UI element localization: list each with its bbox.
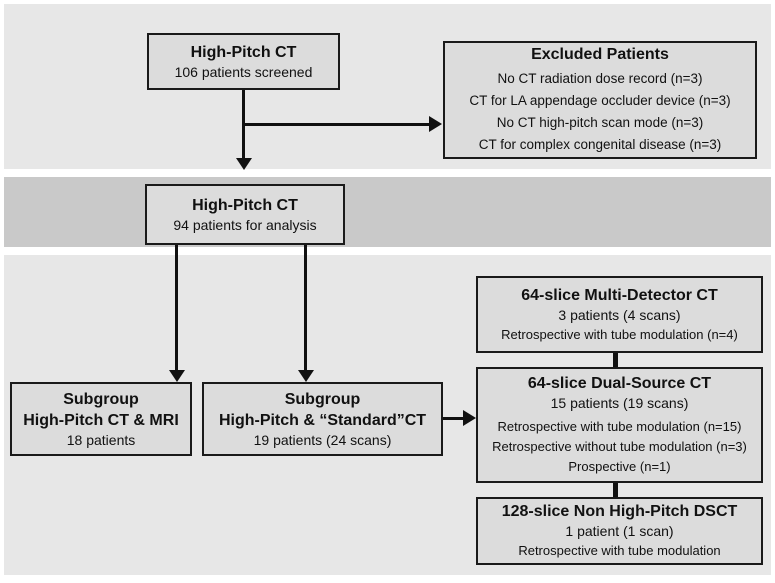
- arrow-to-subgroup-mri-line: [175, 245, 178, 370]
- arrow-to-dsct-head: [463, 410, 476, 426]
- box-subtitle: 18 patients: [66, 431, 136, 448]
- box-subtitle: 1 patient (1 scan): [565, 523, 674, 539]
- box-high-pitch-ct-analysis: High-Pitch CT 94 patients for analysis: [145, 184, 345, 245]
- box-subgroup-standard-ct: Subgroup High-Pitch & “Standard”CT 19 pa…: [202, 382, 443, 456]
- box-64-slice-mdct: 64-slice Multi-Detector CT 3 patients (4…: [476, 276, 763, 353]
- box-high-pitch-ct-screened: High-Pitch CT 106 patients screened: [147, 33, 340, 90]
- box-title: Subgroup: [63, 390, 139, 408]
- arrow-to-subgroup-standard-head: [298, 370, 314, 382]
- arrow-to-excluded-head: [429, 116, 442, 132]
- arrow-to-subgroup-mri-head: [169, 370, 185, 382]
- scan-details: Retrospective with tube modulation (n=15…: [492, 417, 747, 477]
- exclusion-reason: No CT high-pitch scan mode (n=3): [496, 115, 704, 130]
- band-analysis-stage: [4, 177, 771, 247]
- box-title: Excluded Patients: [531, 46, 669, 63]
- scan-detail: Retrospective with tube modulation (n=15…: [497, 419, 742, 434]
- scan-detail: Retrospective with tube modulation: [518, 543, 721, 558]
- exclusion-reason: No CT radiation dose record (n=3): [497, 71, 703, 86]
- box-excluded-patients: Excluded Patients No CT radiation dose r…: [443, 41, 757, 159]
- scan-detail: Retrospective with tube modulation (n=4): [501, 326, 738, 342]
- box-subtitle: 3 patients (4 scans): [558, 306, 681, 323]
- box-title: 128-slice Non High-Pitch DSCT: [501, 503, 738, 520]
- box-128-slice-non-high-pitch-dsct: 128-slice Non High-Pitch DSCT 1 patient …: [476, 497, 763, 565]
- arrow-to-subgroup-standard-line: [304, 245, 307, 370]
- box-subtitle: 15 patients (19 scans): [550, 395, 689, 411]
- box-subtitle: 94 patients for analysis: [173, 216, 317, 233]
- box-title: Subgroup: [284, 390, 361, 408]
- box-subtitle: 19 patients (24 scans): [253, 431, 392, 448]
- exclusion-reason: CT for complex congenital disease (n=3): [478, 137, 722, 152]
- box-title: 64-slice Dual-Source CT: [527, 375, 712, 392]
- exclusion-reason: CT for LA appendage occluder device (n=3…: [469, 93, 731, 108]
- box-subtitle: 106 patients screened: [174, 63, 313, 80]
- arrow-to-excluded-line: [242, 123, 429, 126]
- box-title-line2: High-Pitch CT & MRI: [23, 411, 179, 429]
- scan-detail: Prospective (n=1): [568, 459, 671, 474]
- arrow-to-dsct-line: [441, 417, 464, 420]
- box-64-slice-dsct: 64-slice Dual-Source CT 15 patients (19 …: [476, 367, 763, 483]
- connector-mdct-dsct: [613, 352, 618, 368]
- scan-detail: Retrospective without tube modulation (n…: [492, 439, 747, 454]
- box-title: High-Pitch CT: [192, 196, 298, 214]
- box-title: 64-slice Multi-Detector CT: [521, 286, 718, 304]
- arrow-screened-down-head: [236, 158, 252, 170]
- box-title: High-Pitch CT: [190, 43, 297, 61]
- box-title-line2: High-Pitch & “Standard”CT: [218, 411, 427, 429]
- box-subgroup-ct-mri: Subgroup High-Pitch CT & MRI 18 patients: [10, 382, 192, 456]
- connector-dsct-nhp: [613, 482, 618, 498]
